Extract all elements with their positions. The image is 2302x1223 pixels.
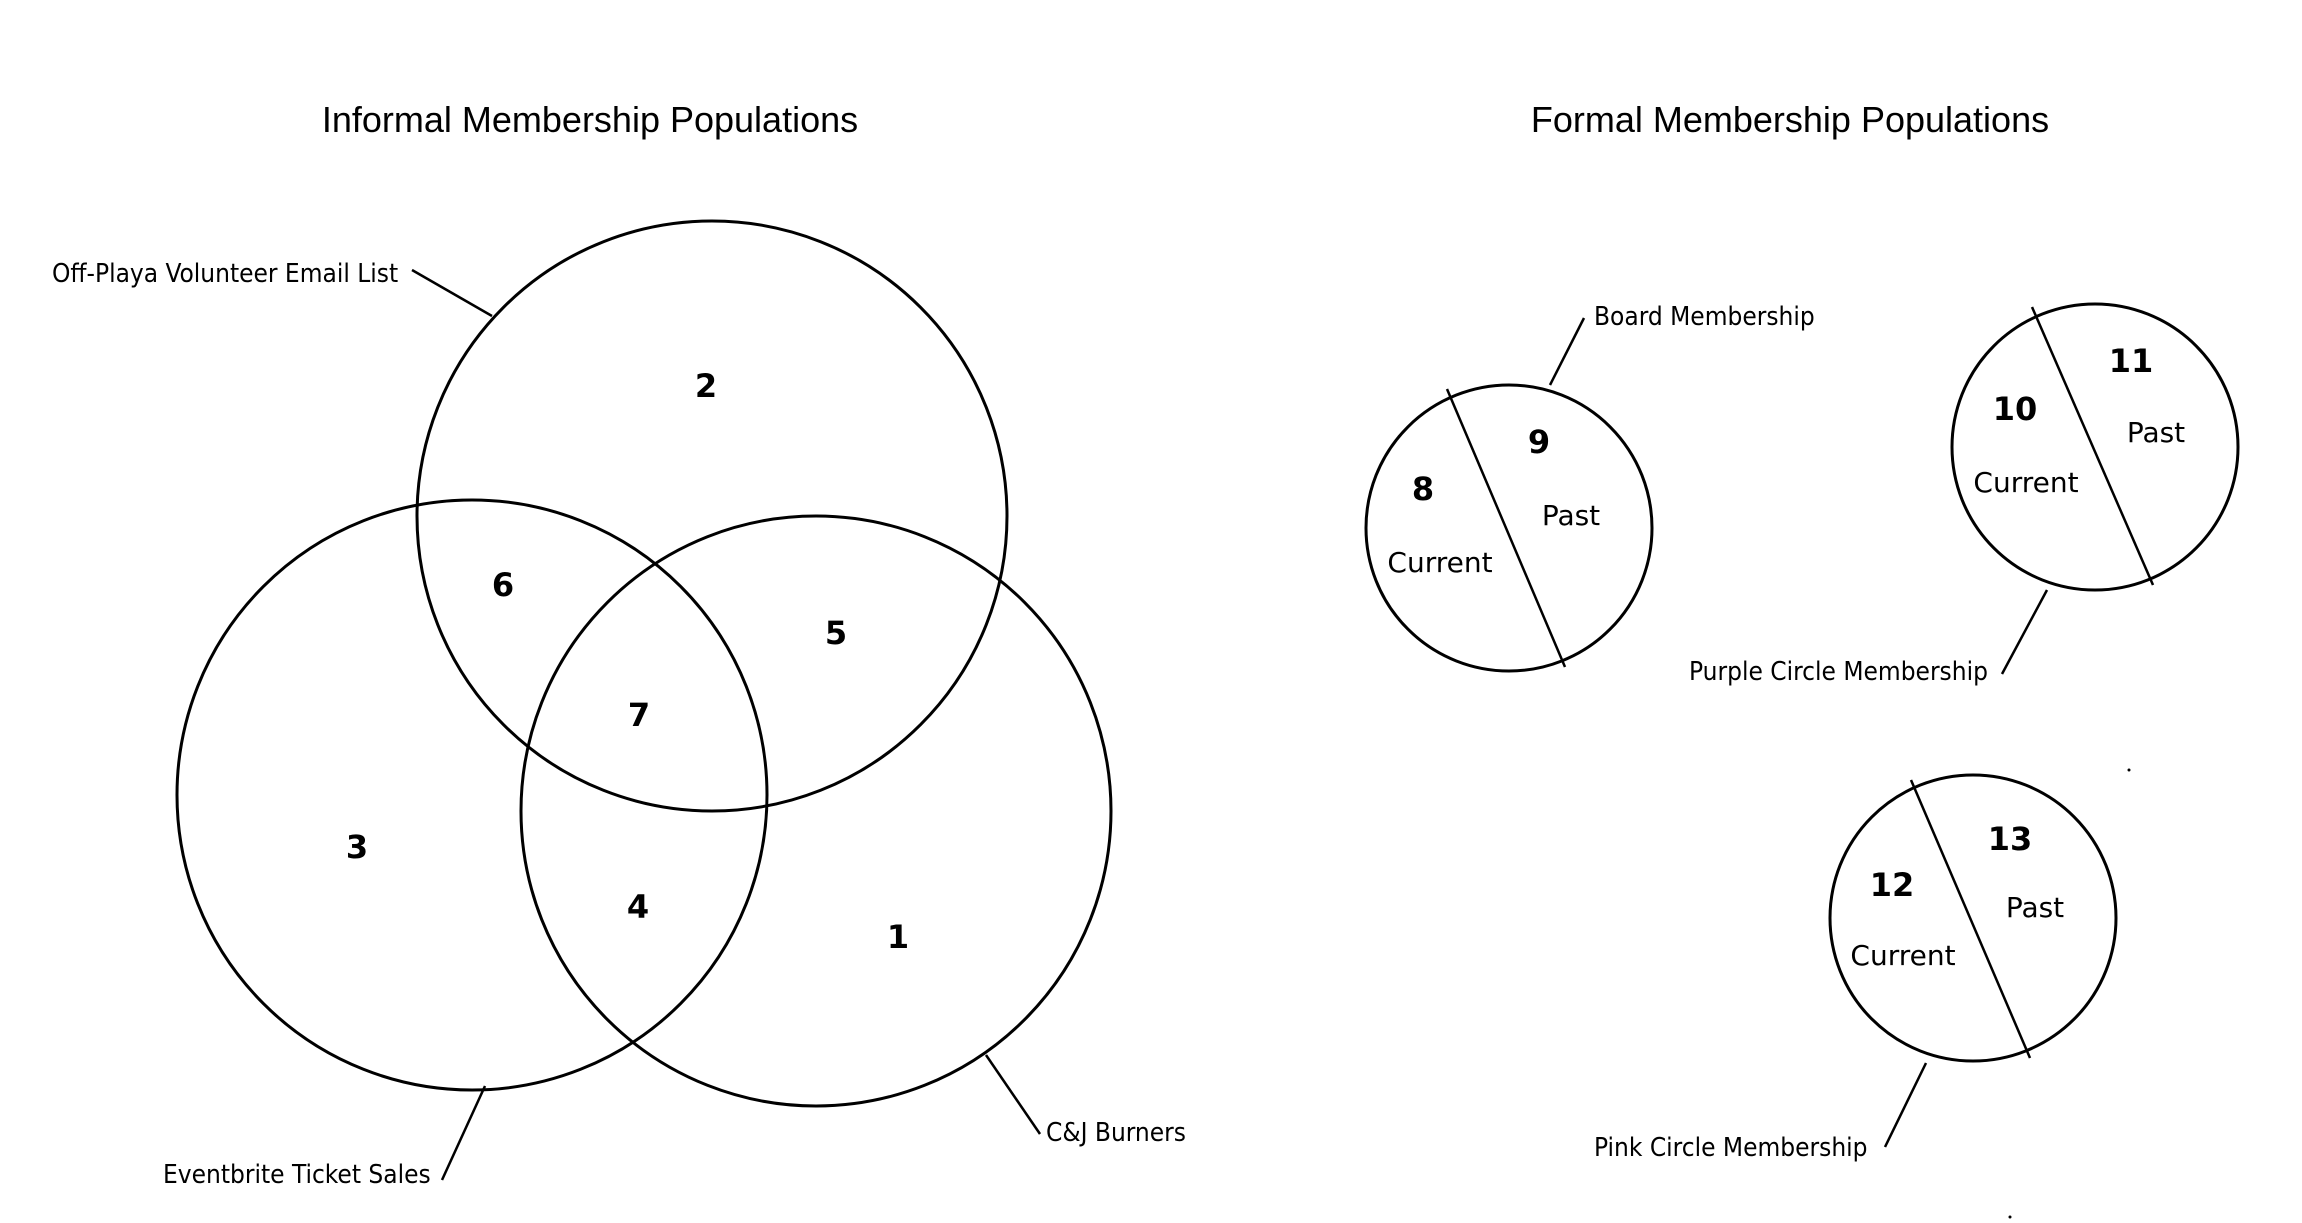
cj-burners-label: C&J Burners [1046,1118,1186,1148]
eventbrite-leader [440,1085,487,1181]
region-4: 4 [627,888,649,926]
volunteer-list-leader [411,268,493,318]
informal-title: Informal Membership Populations [322,99,858,140]
region-2: 2 [695,367,717,405]
pink-past-label: Past [2006,891,2064,924]
board-membership-label: Board Membership [1594,302,1815,332]
cj-burners-circle [519,514,1113,1108]
board-leader [1548,317,1586,386]
pink-divider [1909,779,2032,1059]
region-6: 6 [492,566,514,604]
pink-circle-membership-circle [1828,773,2118,1063]
pink-circle-membership-label: Pink Circle Membership [1594,1133,1868,1163]
region-3: 3 [346,828,368,866]
formal-title: Formal Membership Populations [1531,99,2049,140]
board-past-label: Past [1542,499,1600,532]
region-12: 12 [1870,866,1915,904]
region-10: 10 [1993,390,2038,428]
board-membership-group: Board Membership 8 Current 9 Past [1364,302,1815,673]
stray-dot [2127,768,2131,772]
region-5: 5 [825,614,847,652]
board-membership-circle [1364,383,1654,673]
pink-leader [1883,1062,1928,1148]
purple-circle-group: Purple Circle Membership 10 Current 11 P… [1689,302,2240,687]
region-13: 13 [1988,820,2033,858]
pink-circle-group: Pink Circle Membership 12 Current 13 Pas… [1594,773,2118,1163]
board-current-label: Current [1387,546,1492,579]
pink-current-label: Current [1850,939,1955,972]
informal-venn: 2 6 5 7 3 4 1 Off-Playa Volunteer Email … [52,219,1186,1190]
eventbrite-circle [175,498,769,1092]
volunteer-list-circle [415,219,1009,813]
region-11: 11 [2109,342,2154,380]
region-8: 8 [1412,470,1434,508]
region-9: 9 [1528,423,1550,461]
purple-circle-membership-label: Purple Circle Membership [1689,657,1988,687]
board-divider [1445,388,1567,668]
volunteer-list-label: Off-Playa Volunteer Email List [52,259,398,289]
purple-divider [2030,306,2155,586]
purple-circle-membership-circle [1950,302,2240,592]
region-1: 1 [887,918,909,956]
stray-dot [2008,1215,2012,1219]
purple-past-label: Past [2127,416,2185,449]
purple-current-label: Current [1973,466,2078,499]
eventbrite-label: Eventbrite Ticket Sales [163,1160,431,1190]
cj-burners-leader [984,1054,1042,1135]
region-7: 7 [628,696,650,734]
purple-leader [2000,589,2049,675]
